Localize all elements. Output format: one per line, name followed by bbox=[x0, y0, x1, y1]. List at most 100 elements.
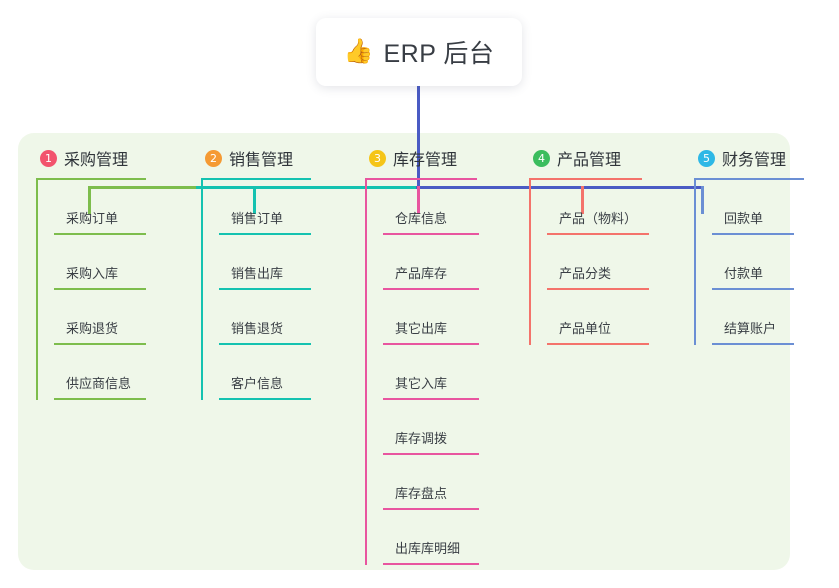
branch-item[interactable]: 其它出库 bbox=[383, 290, 525, 345]
branch-item-label: 库存盘点 bbox=[395, 486, 448, 501]
branch-item[interactable]: 产品单位 bbox=[547, 290, 689, 345]
branch-item-list: 回款单付款单结算账户 bbox=[694, 180, 839, 345]
branch-item[interactable]: 其它入库 bbox=[383, 345, 525, 400]
branch-number-badge: 1 bbox=[40, 149, 57, 167]
branch-title: 销售管理 bbox=[229, 152, 294, 169]
branch-underline bbox=[365, 178, 477, 180]
branch-item-underline bbox=[219, 343, 311, 345]
branch-header[interactable]: 3 库存管理 bbox=[365, 145, 525, 171]
branch-header[interactable]: 1 采购管理 bbox=[36, 145, 196, 171]
branch-item-underline bbox=[383, 453, 479, 455]
branch-item-underline bbox=[383, 508, 479, 510]
branch-item-label: 结算账户 bbox=[724, 321, 777, 336]
branch-item[interactable]: 销售订单 bbox=[219, 180, 361, 235]
branch-purchasing[interactable]: 1 采购管理采购订单采购入库采购退货供应商信息 bbox=[36, 145, 196, 400]
branch-item-underline bbox=[219, 288, 311, 290]
branch-item[interactable]: 付款单 bbox=[712, 235, 839, 290]
branch-item[interactable]: 采购订单 bbox=[54, 180, 196, 235]
branch-product[interactable]: 4 产品管理产品（物料） 产品分类产品单位 bbox=[529, 145, 689, 345]
branch-item-label: 产品单位 bbox=[559, 321, 612, 336]
branch-underline bbox=[529, 178, 642, 180]
branch-item-label: 销售订单 bbox=[231, 211, 284, 226]
branch-item-underline bbox=[54, 343, 146, 345]
branch-item-underline bbox=[383, 233, 479, 235]
branch-item[interactable]: 产品（物料） bbox=[547, 180, 689, 235]
branch-item-label: 付款单 bbox=[724, 266, 764, 281]
branch-item-underline bbox=[54, 288, 146, 290]
branch-item-label: 出库库明细 bbox=[395, 541, 461, 556]
branch-header[interactable]: 5 财务管理 bbox=[694, 145, 839, 171]
branch-item-list: 产品（物料） 产品分类产品单位 bbox=[529, 180, 689, 345]
connector-branch-spine bbox=[201, 180, 203, 400]
branch-item-label: 其它出库 bbox=[395, 321, 448, 336]
branch-item-label: 产品库存 bbox=[395, 266, 448, 281]
branch-header[interactable]: 2 销售管理 bbox=[201, 145, 361, 171]
branch-item-label: 采购入库 bbox=[66, 266, 119, 281]
branch-number-badge: 2 bbox=[205, 149, 222, 167]
branch-item[interactable]: 销售退货 bbox=[219, 290, 361, 345]
branch-item-label: 销售出库 bbox=[231, 266, 284, 281]
connector-root-stem bbox=[417, 86, 420, 188]
branch-item[interactable]: 产品分类 bbox=[547, 235, 689, 290]
branch-item[interactable]: 库存盘点 bbox=[383, 455, 525, 510]
branch-title: 产品管理 bbox=[557, 152, 622, 169]
branch-item[interactable]: 库存调拨 bbox=[383, 400, 525, 455]
branch-sales[interactable]: 2 销售管理销售订单销售出库销售退货客户信息 bbox=[201, 145, 361, 400]
branch-item[interactable]: 回款单 bbox=[712, 180, 839, 235]
branch-number-badge: 5 bbox=[698, 149, 715, 167]
branch-item-list: 销售订单销售出库销售退货客户信息 bbox=[201, 180, 361, 400]
branch-item-underline bbox=[54, 398, 146, 400]
branch-item[interactable]: 出库库明细 bbox=[383, 510, 525, 565]
branch-item[interactable]: 销售出库 bbox=[219, 235, 361, 290]
branch-finance[interactable]: 5 财务管理回款单付款单结算账户 bbox=[694, 145, 839, 345]
branch-underline bbox=[694, 178, 804, 180]
connector-bus-left bbox=[88, 186, 198, 189]
root-node-title: ERP 后台 bbox=[383, 40, 495, 68]
branch-item[interactable]: 产品库存 bbox=[383, 235, 525, 290]
branch-title: 库存管理 bbox=[393, 152, 458, 169]
branch-item-label: 回款单 bbox=[724, 211, 764, 226]
branch-number-badge: 3 bbox=[369, 149, 386, 167]
branch-item[interactable]: 仓库信息 bbox=[383, 180, 525, 235]
branch-item[interactable]: 采购入库 bbox=[54, 235, 196, 290]
branch-item-underline bbox=[383, 343, 479, 345]
branch-item-underline bbox=[547, 233, 649, 235]
branch-header[interactable]: 4 产品管理 bbox=[529, 145, 689, 171]
branch-item-label: 库存调拨 bbox=[395, 431, 448, 446]
branch-item-underline bbox=[383, 563, 479, 565]
connector-drop-branch-4 bbox=[581, 186, 584, 214]
connector-branch-spine bbox=[36, 180, 38, 400]
branch-item-label: 产品分类 bbox=[559, 266, 612, 281]
branch-title: 采购管理 bbox=[64, 152, 129, 169]
branch-item-underline bbox=[712, 343, 794, 345]
branch-inventory[interactable]: 3 库存管理仓库信息产品库存其它出库其它入库库存调拨库存盘点出库库明细 bbox=[365, 145, 525, 565]
root-node[interactable]: 👍 ERP 后台 bbox=[316, 18, 522, 86]
branch-item-list: 仓库信息产品库存其它出库其它入库库存调拨库存盘点出库库明细 bbox=[365, 180, 525, 565]
branch-item[interactable]: 客户信息 bbox=[219, 345, 361, 400]
connector-drop-branch-3 bbox=[417, 186, 420, 214]
branch-title: 财务管理 bbox=[722, 152, 787, 169]
branch-item-underline bbox=[547, 343, 649, 345]
connector-bus-middle bbox=[196, 186, 418, 189]
branch-item-label: 销售退货 bbox=[231, 321, 284, 336]
connector-drop-branch-5 bbox=[701, 186, 704, 214]
branch-item[interactable]: 供应商信息 bbox=[54, 345, 196, 400]
branch-item[interactable]: 采购退货 bbox=[54, 290, 196, 345]
connector-branch-spine bbox=[529, 180, 531, 345]
branch-item-label: 客户信息 bbox=[231, 376, 284, 391]
branch-item-label: 采购订单 bbox=[66, 211, 119, 226]
branch-item-label: 供应商信息 bbox=[66, 376, 132, 391]
connector-drop-branch-2 bbox=[253, 186, 256, 214]
branch-item[interactable]: 结算账户 bbox=[712, 290, 839, 345]
branch-item-underline bbox=[712, 233, 794, 235]
branch-item-underline bbox=[219, 398, 311, 400]
branch-item-label: 采购退货 bbox=[66, 321, 119, 336]
branch-item-underline bbox=[712, 288, 794, 290]
mindmap-canvas bbox=[18, 133, 790, 570]
branch-number-badge: 4 bbox=[533, 149, 550, 167]
branch-item-underline bbox=[219, 233, 311, 235]
branch-underline bbox=[36, 178, 146, 180]
branch-item-label: 其它入库 bbox=[395, 376, 448, 391]
branch-item-underline bbox=[383, 288, 479, 290]
branch-item-list: 采购订单采购入库采购退货供应商信息 bbox=[36, 180, 196, 400]
